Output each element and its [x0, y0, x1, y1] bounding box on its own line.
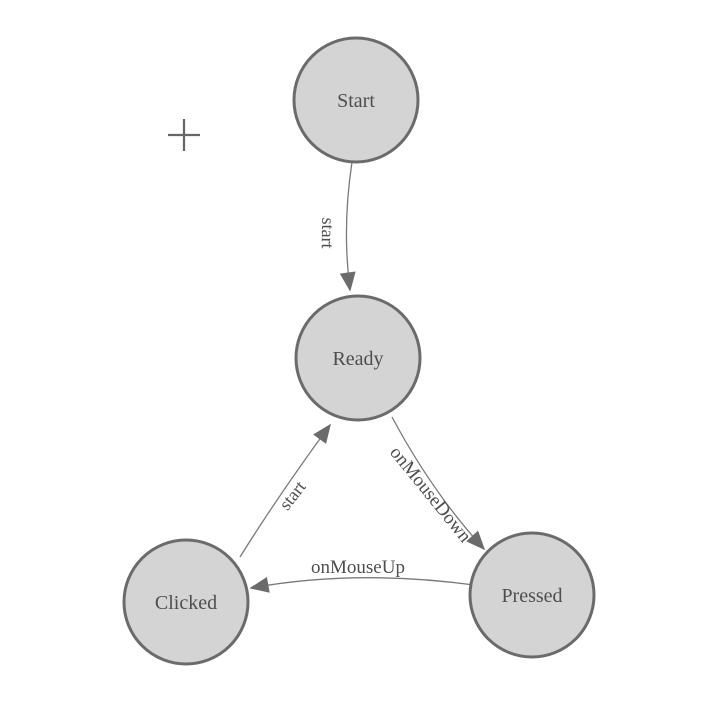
state-node-clicked-label: Clicked: [155, 592, 217, 614]
state-node-pressed-circle: [468, 531, 596, 659]
edge-label-pressed-to-clicked: onMouseUp: [311, 557, 405, 578]
edge-clicked-to-ready[interactable]: [239, 423, 331, 558]
state-node-clicked-circle: [122, 538, 250, 666]
edge-label-start-to-ready: start: [318, 217, 339, 248]
add-state-plus-icon[interactable]: [168, 119, 200, 151]
state-node-pressed[interactable]: Pressed: [468, 531, 596, 659]
edge-ready-to-pressed[interactable]: [391, 416, 486, 551]
edge-pressed-to-clicked[interactable]: [249, 576, 475, 593]
state-node-ready-circle: [294, 294, 422, 422]
state-node-ready-label: Ready: [332, 348, 383, 370]
state-node-pressed-label: Pressed: [501, 585, 562, 607]
state-node-clicked[interactable]: Clicked: [122, 538, 250, 666]
state-node-ready[interactable]: Ready: [294, 294, 422, 422]
state-node-start[interactable]: Start: [292, 36, 420, 164]
edge-start-to-ready[interactable]: [339, 161, 356, 292]
edge-label-ready-to-pressed: onMouseDown: [385, 442, 475, 547]
edge-label-clicked-to-ready: start: [275, 477, 310, 514]
state-node-start-circle: [292, 36, 420, 164]
state-node-start-label: Start: [337, 90, 375, 112]
